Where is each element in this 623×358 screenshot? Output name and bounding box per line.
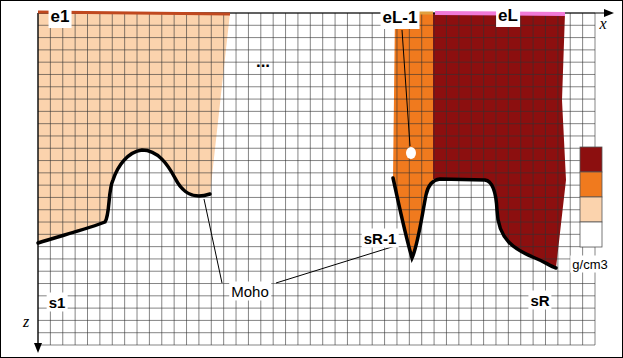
moho-curve bbox=[38, 150, 210, 243]
axis-label: x bbox=[597, 14, 608, 34]
surface-label: eL-1 bbox=[381, 7, 420, 29]
grid-line bbox=[124, 13, 125, 345]
grid-line bbox=[273, 13, 274, 345]
station-label: sR-1 bbox=[362, 229, 399, 248]
grid-line bbox=[149, 13, 150, 345]
grid-line bbox=[38, 185, 595, 186]
grid-line bbox=[409, 13, 410, 345]
grid-line bbox=[421, 13, 422, 345]
grid-line bbox=[38, 345, 595, 346]
grid-line bbox=[38, 148, 595, 149]
grid-line bbox=[38, 295, 595, 296]
grid-line bbox=[38, 258, 595, 259]
surface-label: e1 bbox=[49, 6, 72, 28]
grid-line bbox=[186, 13, 187, 345]
grid-line bbox=[570, 13, 571, 345]
x-axis bbox=[38, 12, 608, 13]
grid-line bbox=[137, 13, 138, 345]
colorbar-swatch bbox=[580, 222, 602, 247]
surface-label: eL bbox=[496, 5, 520, 27]
mesh-grid bbox=[38, 13, 595, 345]
leader-line bbox=[276, 246, 395, 283]
colorbar-swatch bbox=[580, 172, 602, 197]
leader-line bbox=[402, 30, 410, 146]
grid-line bbox=[38, 197, 595, 198]
grid-line bbox=[38, 37, 595, 38]
grid-line bbox=[38, 320, 595, 321]
grid-line bbox=[38, 135, 595, 136]
grid-line bbox=[297, 13, 298, 345]
grid-line bbox=[396, 13, 397, 345]
grid-line bbox=[38, 74, 595, 75]
grid-line bbox=[285, 13, 286, 345]
grid-line bbox=[557, 13, 558, 345]
axis-label: z bbox=[21, 312, 31, 332]
grid-line bbox=[38, 49, 595, 50]
moho-label: Moho bbox=[229, 282, 271, 301]
grid-line bbox=[99, 13, 100, 345]
point-marker bbox=[406, 147, 416, 159]
grid-line bbox=[347, 13, 348, 345]
grid-line bbox=[38, 123, 595, 124]
grid-line bbox=[211, 13, 212, 345]
grid-line bbox=[87, 13, 88, 345]
colorbar-swatch bbox=[580, 197, 602, 222]
ellipsis: ... bbox=[254, 51, 272, 73]
grid-line bbox=[198, 13, 199, 345]
grid-line bbox=[38, 99, 595, 100]
grid-line bbox=[75, 13, 76, 345]
unit-label: g/cm3 bbox=[570, 256, 609, 273]
grid-line bbox=[38, 172, 595, 173]
grid-line bbox=[38, 13, 39, 345]
grid-line bbox=[495, 13, 496, 345]
station-label: sR bbox=[528, 291, 551, 310]
grid-line bbox=[38, 62, 595, 63]
grid-line bbox=[38, 222, 595, 223]
grid-line bbox=[322, 13, 323, 345]
grid-line bbox=[161, 13, 162, 345]
grid-line bbox=[38, 283, 595, 284]
grid-line bbox=[38, 86, 595, 87]
grid-line bbox=[38, 308, 595, 309]
grid-line bbox=[38, 111, 595, 112]
grid-line bbox=[372, 13, 373, 345]
z-axis-arrow bbox=[34, 343, 42, 353]
z-axis bbox=[37, 13, 38, 346]
grid-line bbox=[310, 13, 311, 345]
station-label: s1 bbox=[47, 293, 68, 312]
crust-region-1 bbox=[38, 13, 230, 243]
colorbar-swatch bbox=[580, 147, 602, 172]
grid-line bbox=[223, 13, 224, 345]
grid-line bbox=[384, 13, 385, 345]
grid-line bbox=[38, 234, 595, 235]
moho-curve bbox=[393, 178, 556, 268]
grid-line bbox=[508, 13, 509, 345]
grid-line bbox=[520, 13, 521, 345]
grid-line bbox=[38, 332, 595, 333]
grid-line bbox=[335, 13, 336, 345]
grid-line bbox=[38, 209, 595, 210]
grid-line bbox=[359, 13, 360, 345]
leader-line bbox=[204, 199, 222, 283]
